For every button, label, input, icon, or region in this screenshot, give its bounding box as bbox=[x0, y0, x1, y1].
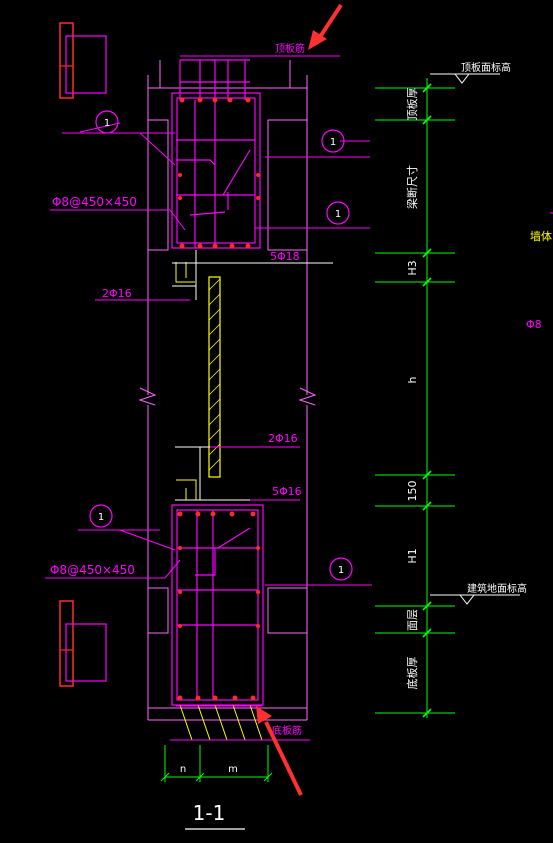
dim-m-label: m bbox=[228, 764, 238, 775]
right-cut-label-1: 墙体 bbox=[530, 229, 552, 243]
marker-text: 1 bbox=[338, 565, 344, 576]
dim-text-h3: H3 bbox=[406, 260, 419, 275]
bottom-rebar-ties bbox=[176, 704, 263, 741]
circle-marker-2: 1 bbox=[321, 129, 345, 153]
dim-text-beam-size: 梁断尺寸 bbox=[405, 165, 419, 209]
red-arrow-top bbox=[308, 3, 343, 50]
marker-text: 1 bbox=[330, 137, 336, 148]
marker-text: 1 bbox=[98, 512, 104, 523]
ground-elevation-label: 建筑地面标高 bbox=[467, 582, 527, 595]
dim-text-bottom-slab: 底板厚 bbox=[405, 657, 419, 690]
rebar-5phi16-label: 5Φ16 bbox=[272, 485, 302, 498]
dim-text-h: h bbox=[406, 376, 419, 383]
upper-yellow-ties bbox=[175, 262, 195, 283]
dim-text-surface: 面层 bbox=[406, 609, 419, 631]
hoop-rebar-lower-label: Φ8@450×450 bbox=[50, 563, 135, 577]
lower-yellow-ties bbox=[176, 479, 197, 500]
marker-text: 1 bbox=[104, 118, 110, 129]
circle-marker-4: 1 bbox=[89, 504, 113, 528]
top-plate-label: 顶板筋 bbox=[275, 42, 305, 55]
section-title: 1-1 bbox=[193, 801, 226, 825]
upper-beam-cage bbox=[171, 92, 261, 249]
bottom-plate-label: 底板筋 bbox=[272, 724, 302, 737]
wall-hatch bbox=[208, 276, 221, 478]
top-rebar-dots bbox=[178, 97, 260, 249]
corner-symbol-bottom-inner bbox=[60, 623, 107, 682]
dimension-chain bbox=[375, 78, 455, 718]
dim-n-label: n bbox=[180, 764, 186, 775]
corner-symbol-top-inner bbox=[60, 35, 107, 94]
dim-text-h1: H1 bbox=[406, 548, 419, 563]
dim-text-top-slab: 顶板厚 bbox=[405, 88, 419, 121]
elevation-marks bbox=[430, 73, 520, 605]
right-cut-label-2: Φ8 bbox=[526, 318, 542, 331]
rebar-2phi16-lower-label: 2Φ16 bbox=[268, 432, 298, 445]
top-rebar-ties bbox=[179, 59, 250, 100]
outer-outline bbox=[138, 60, 317, 721]
circle-marker-3: 1 bbox=[326, 201, 350, 225]
marker-text: 1 bbox=[335, 209, 341, 220]
bottom-dimension bbox=[160, 745, 273, 782]
rebar-5phi18-label: 5Φ18 bbox=[270, 250, 300, 263]
corner-symbol-bottom bbox=[59, 600, 74, 687]
dim-text-150: 150 bbox=[406, 481, 419, 502]
leader-lines bbox=[45, 55, 372, 741]
corner-symbol-top bbox=[59, 22, 74, 99]
circle-marker-5: 1 bbox=[329, 557, 353, 581]
top-slab-elevation-label: 顶板面标高 bbox=[461, 61, 511, 74]
hoop-rebar-upper-label: Φ8@450×450 bbox=[52, 195, 137, 209]
upper-beam-lower-bars bbox=[172, 250, 333, 300]
lower-rebar-dots bbox=[177, 511, 260, 701]
rebar-2phi16-upper-label: 2Φ16 bbox=[102, 287, 132, 300]
red-arrow-bottom bbox=[256, 706, 303, 796]
circle-marker-1: 1 bbox=[95, 110, 119, 134]
lower-beam-cage bbox=[171, 504, 264, 706]
